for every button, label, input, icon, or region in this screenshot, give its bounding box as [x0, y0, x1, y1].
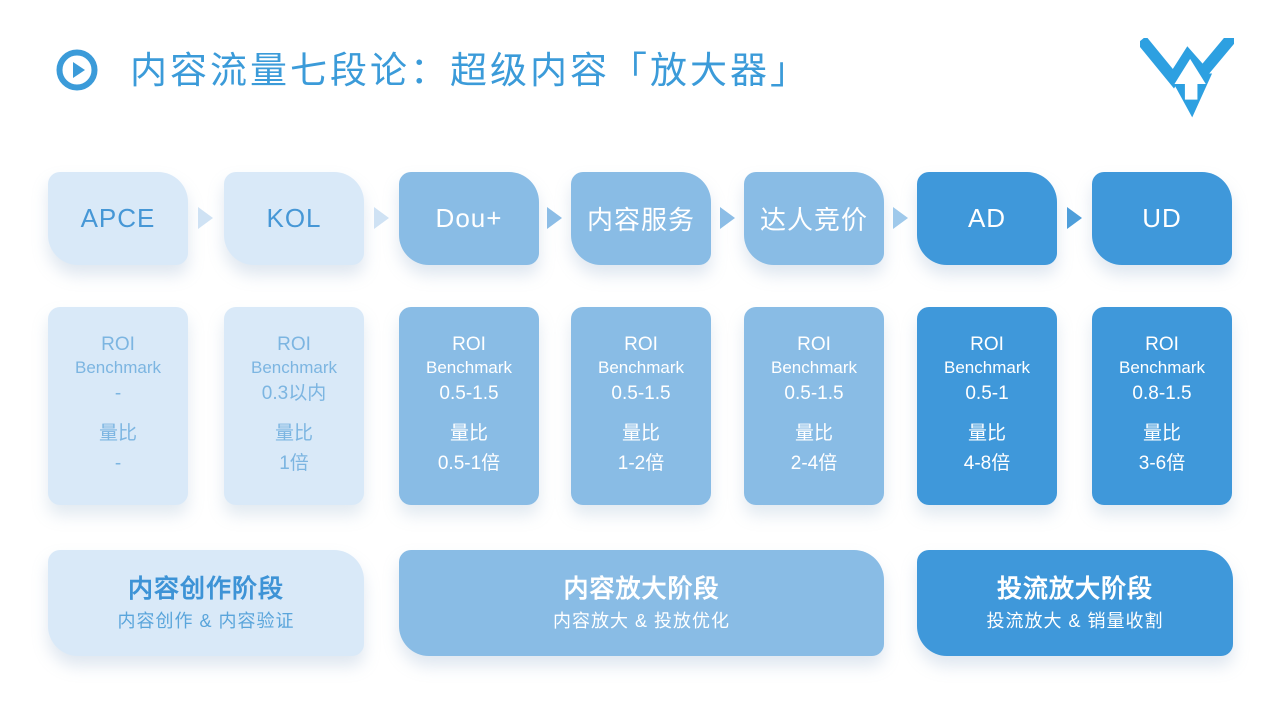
benchmark-label: Benchmark	[771, 358, 857, 377]
roi-label: ROI	[797, 334, 831, 355]
metric-card-content-service: ROI Benchmark 0.5-1.5 量比 1-2倍	[571, 307, 711, 505]
ratio-label: 量比	[449, 423, 488, 444]
phase-subtitle: 内容创作 & 内容验证	[117, 611, 295, 631]
stage-box-ad: AD	[917, 172, 1057, 265]
ratio-label: 量比	[967, 423, 1006, 444]
ratio-label: 量比	[274, 423, 313, 444]
ratio-value: 3-6倍	[1138, 453, 1186, 474]
brand-logo-icon	[1137, 33, 1237, 118]
phase-title: 内容放大阶段	[563, 575, 720, 603]
roi-label: ROI	[1145, 334, 1179, 355]
flow-arrow-icon	[374, 207, 389, 229]
ratio-value: -	[114, 453, 122, 474]
ratio-value: 1-2倍	[617, 453, 665, 474]
flow-arrow-icon	[1067, 207, 1082, 229]
phase-title: 投流放大阶段	[996, 575, 1153, 603]
phase-content-amplify: 内容放大阶段 内容放大 & 投放优化	[399, 550, 884, 656]
metric-card-ad: ROI Benchmark 0.5-1 量比 4-8倍	[917, 307, 1057, 505]
play-circle-icon	[56, 49, 98, 91]
metric-card-kol: ROI Benchmark 0.3以内 量比 1倍	[224, 307, 364, 505]
roi-label: ROI	[277, 334, 311, 355]
stage-label: KOL	[266, 203, 322, 233]
stage-box-dou-plus: Dou+	[399, 172, 539, 265]
page-title: 内容流量七段论：超级内容「放大器」	[130, 50, 810, 91]
benchmark-value: -	[114, 383, 122, 404]
metric-card-dou-plus: ROI Benchmark 0.5-1.5 量比 0.5-1倍	[399, 307, 539, 505]
metric-card-apce: ROI Benchmark - 量比 -	[48, 307, 188, 505]
benchmark-value: 0.5-1.5	[439, 383, 499, 404]
benchmark-value: 0.5-1.5	[611, 383, 671, 404]
flow-arrow-icon	[198, 207, 213, 229]
ratio-value: 0.5-1倍	[437, 453, 501, 474]
roi-label: ROI	[624, 334, 658, 355]
benchmark-value: 0.8-1.5	[1132, 383, 1192, 404]
phase-content-creation: 内容创作阶段 内容创作 & 内容验证	[48, 550, 364, 656]
phase-traffic-amplify: 投流放大阶段 投流放大 & 销量收割	[917, 550, 1233, 656]
ratio-value: 2-4倍	[790, 453, 838, 474]
benchmark-label: Benchmark	[426, 358, 512, 377]
roi-label: ROI	[452, 334, 486, 355]
benchmark-value: 0.5-1.5	[784, 383, 844, 404]
stage-label: Dou+	[435, 203, 503, 233]
roi-label: ROI	[970, 334, 1004, 355]
ratio-label: 量比	[621, 423, 660, 444]
stage-label: APCE	[80, 203, 156, 233]
metric-card-talent-bidding: ROI Benchmark 0.5-1.5 量比 2-4倍	[744, 307, 884, 505]
stage-label: UD	[1142, 203, 1182, 233]
stage-label: 内容服务	[586, 205, 695, 235]
stage-label: AD	[967, 203, 1007, 233]
flow-arrow-icon	[720, 207, 735, 229]
ratio-value: 1倍	[279, 453, 309, 474]
roi-label: ROI	[101, 334, 135, 355]
benchmark-label: Benchmark	[251, 358, 337, 377]
phase-title: 内容创作阶段	[127, 575, 284, 603]
flow-arrow-icon	[547, 207, 562, 229]
benchmark-label: Benchmark	[1119, 358, 1205, 377]
metric-card-ud: ROI Benchmark 0.8-1.5 量比 3-6倍	[1092, 307, 1232, 505]
slide-header: 内容流量七段论：超级内容「放大器」	[0, 0, 1280, 130]
stage-box-ud: UD	[1092, 172, 1232, 265]
ratio-label: 量比	[98, 423, 137, 444]
stage-box-talent-bidding: 达人竞价	[744, 172, 884, 265]
phase-subtitle: 投流放大 & 销量收割	[986, 611, 1164, 631]
benchmark-label: Benchmark	[75, 358, 161, 377]
stage-label: 达人竞价	[759, 205, 868, 235]
stage-box-kol: KOL	[224, 172, 364, 265]
ratio-label: 量比	[1142, 423, 1181, 444]
ratio-label: 量比	[794, 423, 833, 444]
benchmark-label: Benchmark	[598, 358, 684, 377]
benchmark-label: Benchmark	[944, 358, 1030, 377]
stage-box-apce: APCE	[48, 172, 188, 265]
benchmark-value: 0.3以内	[261, 383, 327, 404]
stage-box-content-service: 内容服务	[571, 172, 711, 265]
ratio-value: 4-8倍	[963, 453, 1011, 474]
flow-arrow-icon	[893, 207, 908, 229]
benchmark-value: 0.5-1	[965, 383, 1009, 404]
phase-subtitle: 内容放大 & 投放优化	[552, 611, 730, 631]
